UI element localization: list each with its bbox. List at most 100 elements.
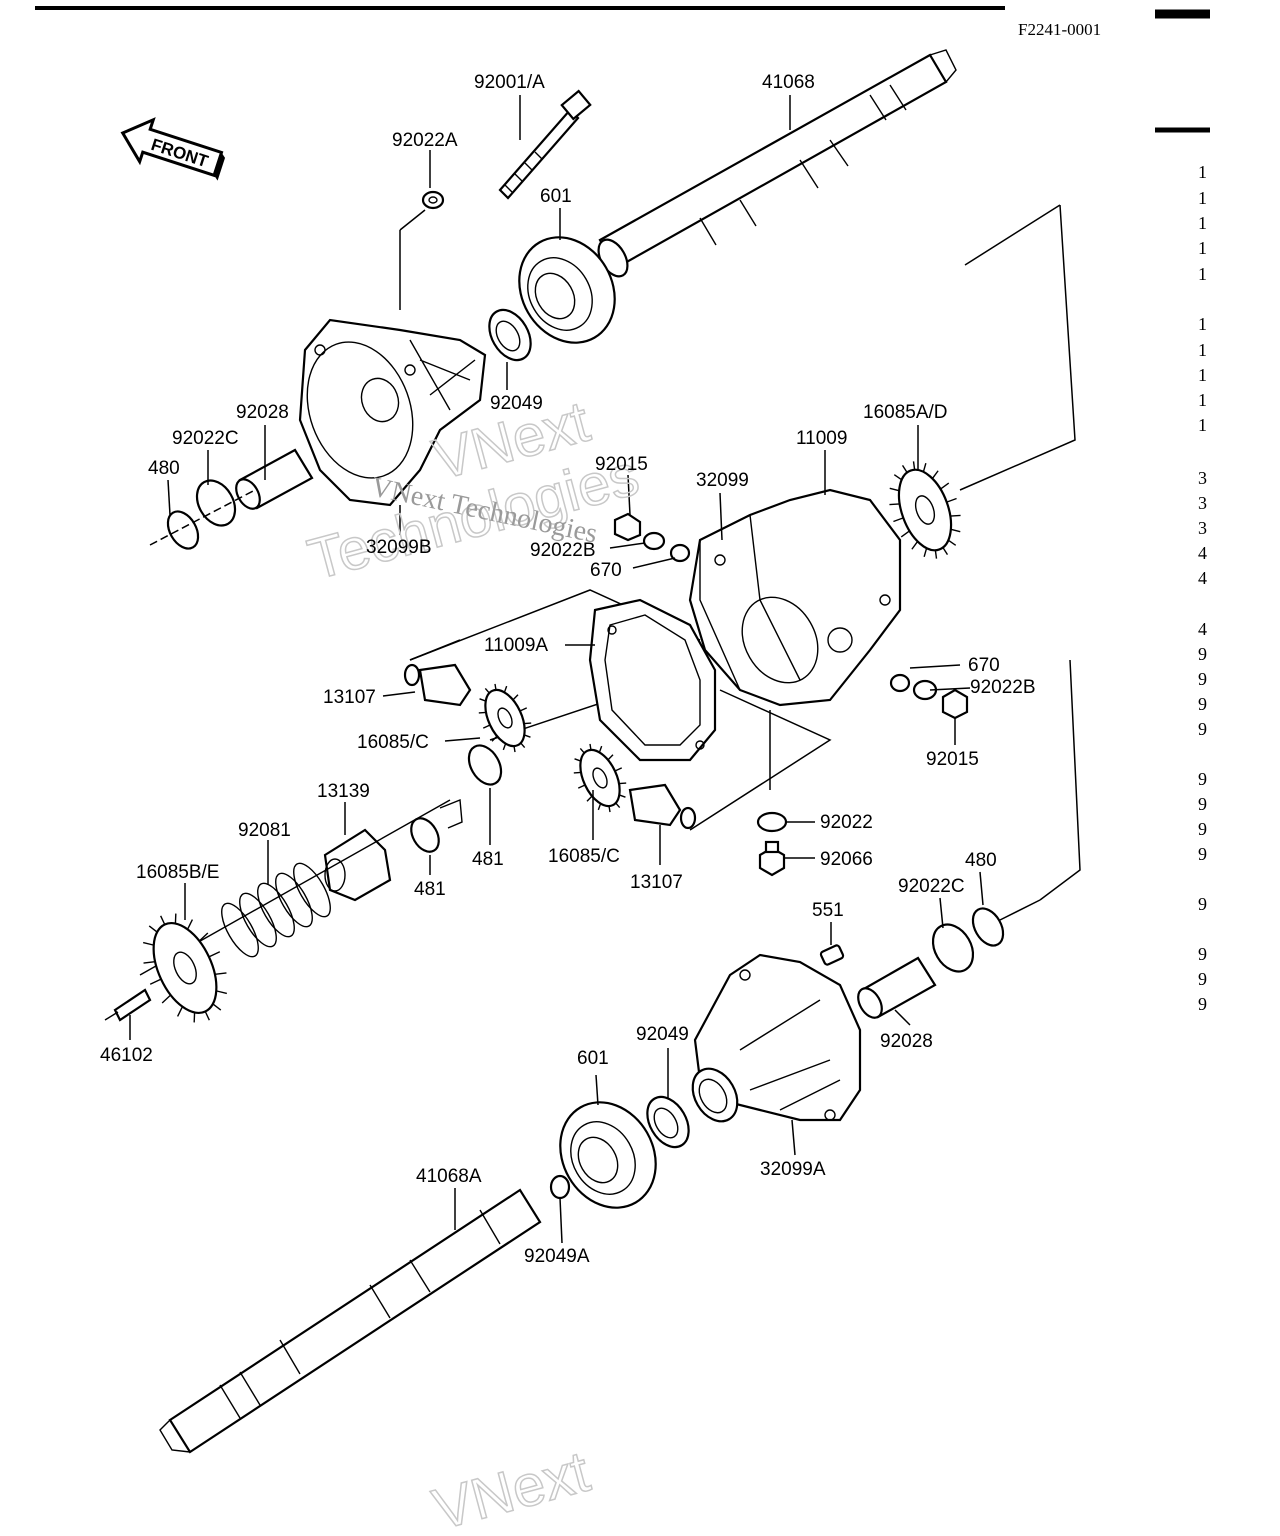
gear-tooth <box>143 941 154 946</box>
label-551: 551 <box>812 900 844 921</box>
gear-tooth <box>931 470 939 479</box>
gear-tooth <box>608 805 611 813</box>
gear-16085C-left <box>478 683 532 753</box>
side-digit: 1 <box>1198 188 1207 208</box>
label-92028-lower: 92028 <box>880 1031 933 1052</box>
label-670-right: 670 <box>968 655 1000 676</box>
gear-tooth <box>579 747 585 754</box>
label-13139: 13139 <box>317 781 370 802</box>
gear-tooth <box>893 474 903 481</box>
gear-tooth <box>520 742 526 749</box>
gear-tooth <box>597 803 602 811</box>
side-digit: 9 <box>1198 769 1207 789</box>
drawing-reference: F2241-0001 <box>1018 20 1101 39</box>
side-digit: 9 <box>1198 819 1207 839</box>
label-480-lower: 480 <box>965 850 997 871</box>
side-digit: 3 <box>1198 468 1207 488</box>
label-670-upper: 670 <box>590 560 622 581</box>
gear-tooth <box>186 919 194 930</box>
label-92015: 92015 <box>595 454 648 475</box>
gear-tooth <box>208 951 221 958</box>
label-32099B: 32099B <box>366 537 432 558</box>
spring-coil <box>239 892 277 948</box>
side-digit: 4 <box>1198 568 1207 588</box>
label-92049: 92049 <box>490 393 543 414</box>
gear-16085BE <box>143 913 227 1023</box>
side-digit: 9 <box>1198 969 1207 989</box>
pin-13107-left <box>403 663 472 707</box>
label-481-left: 481 <box>414 879 446 900</box>
gear-tooth <box>942 547 949 556</box>
label-601-lower: 601 <box>577 1048 609 1069</box>
circlip-481-a <box>467 744 503 786</box>
washer-92022C-upper <box>195 479 237 527</box>
gear-tooth <box>911 541 919 550</box>
label-13107-left: 13107 <box>323 687 376 708</box>
label-13107-center: 13107 <box>630 872 683 893</box>
washer-92022C-lower <box>931 923 975 973</box>
circlip-480-lower <box>971 907 1005 947</box>
side-digit: 3 <box>1198 493 1207 513</box>
label-32099: 32099 <box>696 470 749 491</box>
gear-tooth <box>523 734 531 738</box>
label-16085AD: 16085A/D <box>863 402 948 423</box>
housing-32099B <box>298 318 487 507</box>
cam-13139 <box>323 828 392 902</box>
case-32099 <box>688 488 902 707</box>
label-92001A: 92001/A <box>474 72 545 93</box>
label-481-right: 481 <box>472 849 504 870</box>
gear-tooth <box>889 487 900 492</box>
gear-tooth <box>598 745 603 753</box>
gear-tooth <box>586 795 593 802</box>
gear-tooth <box>503 685 508 693</box>
gear-tooth <box>161 994 172 1004</box>
gear-tooth <box>618 794 626 798</box>
gear-tooth <box>479 698 487 702</box>
gear-tooth <box>193 1012 196 1023</box>
side-digit: 1 <box>1198 162 1207 182</box>
plug-92066 <box>758 840 786 877</box>
label-92022C-lower: 92022C <box>898 876 965 897</box>
spring-coil <box>221 902 259 958</box>
gear-tooth <box>900 530 910 538</box>
label-11009: 11009 <box>796 428 847 449</box>
gear-hub <box>914 495 936 525</box>
side-digit: 3 <box>1198 518 1207 538</box>
gear-hub <box>592 767 608 789</box>
label-92022: 92022 <box>820 812 873 833</box>
label-92022B-upper: 92022B <box>530 540 596 561</box>
gear-body <box>579 748 621 808</box>
label-92066: 92066 <box>820 849 873 870</box>
gasket-11009A <box>588 598 717 762</box>
label-92015-right: 92015 <box>926 749 979 770</box>
gear-tooth <box>577 784 586 789</box>
gear-tooth <box>204 1011 210 1021</box>
gear-tooth <box>573 771 582 774</box>
side-digit: 1 <box>1198 238 1207 258</box>
gear-hub <box>497 707 513 729</box>
side-digit: 9 <box>1198 844 1207 864</box>
gear-tooth <box>512 694 519 701</box>
spring-coil <box>257 882 295 938</box>
collar-92028-upper <box>235 448 314 510</box>
label-16085C-center: 16085/C <box>548 846 620 867</box>
gear-tooth <box>893 517 904 523</box>
gear-tooth <box>912 461 916 470</box>
label-92081: 92081 <box>238 820 291 841</box>
nut-washer-group-right <box>889 673 969 720</box>
label-16085BE: 16085B/E <box>136 862 219 883</box>
pin-13107-center <box>628 783 697 830</box>
label-480: 480 <box>148 458 180 479</box>
gear-tooth <box>934 550 938 559</box>
side-digit: 9 <box>1198 644 1207 664</box>
gear-tooth <box>491 735 498 742</box>
gear-tooth <box>216 990 227 995</box>
side-digit: 1 <box>1198 340 1207 360</box>
gear-tooth <box>149 978 162 985</box>
gear-tooth <box>574 758 582 762</box>
bushing-92049A <box>549 1174 571 1200</box>
label-92028: 92028 <box>236 402 289 423</box>
bearing-601-upper <box>518 236 616 344</box>
